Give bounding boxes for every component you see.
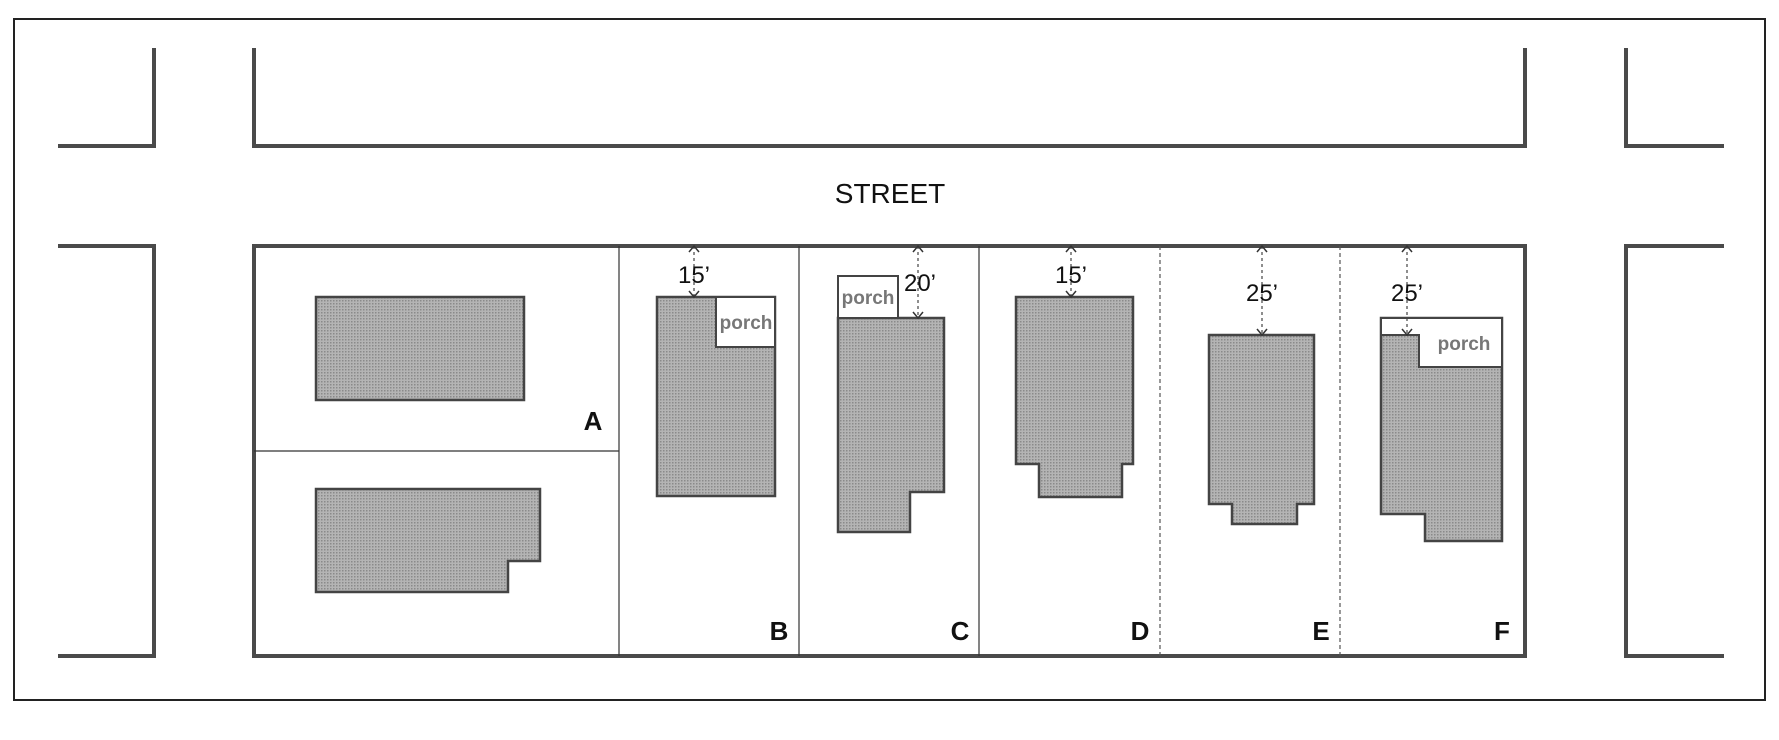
porch-label-f: porch [1438, 334, 1491, 355]
lot-label-b: B [770, 616, 789, 646]
curb-north-block [252, 48, 1527, 148]
setback-label-d: 15’ [1055, 262, 1087, 289]
setback-label-c: 20’ [904, 270, 936, 297]
arrow-f-top [1401, 244, 1413, 253]
arrow-f-bottom [1401, 328, 1413, 337]
lot-label-f: F [1494, 616, 1510, 646]
arrow-e-top [1256, 244, 1268, 253]
porch-label-c: porch [842, 288, 895, 309]
building-a-south [314, 487, 542, 594]
curb-ne [1624, 48, 1724, 148]
setback-lines [693, 246, 1408, 335]
curb-se [1624, 244, 1724, 658]
building-d [1014, 295, 1135, 499]
setback-label-f: 25’ [1391, 280, 1423, 307]
porch-b [715, 296, 776, 348]
setback-arrows [688, 244, 1413, 337]
curb-sw [58, 244, 156, 658]
diagram-frame [13, 18, 1766, 701]
south-curbs [58, 244, 1724, 658]
arrow-c-top [912, 244, 924, 253]
arrow-d-bottom [1065, 290, 1077, 299]
buildings [314, 295, 1504, 594]
setback-label-e: 25’ [1246, 280, 1278, 307]
arrow-b-bottom [688, 290, 700, 299]
building-c [836, 316, 946, 534]
building-e [1207, 333, 1316, 526]
arrow-c-bottom [912, 311, 924, 320]
lot-label-e: E [1312, 616, 1329, 646]
porch-label-b: porch [720, 313, 773, 334]
north-curbs [58, 48, 1724, 148]
curb-nw [58, 48, 156, 148]
arrow-d-top [1065, 244, 1077, 253]
lot-lines [254, 246, 980, 656]
porch-c [837, 275, 899, 319]
lot-label-c: C [951, 616, 970, 646]
setback-label-b: 15’ [678, 262, 710, 289]
lot-label-d: D [1131, 616, 1150, 646]
lot-label-a: A [584, 406, 603, 436]
arrow-e-bottom [1256, 328, 1268, 337]
dashed-lot-lines [1159, 246, 1341, 656]
arrow-b-top [688, 244, 700, 253]
building-a-north [314, 295, 526, 402]
street-label: STREET [835, 178, 945, 209]
